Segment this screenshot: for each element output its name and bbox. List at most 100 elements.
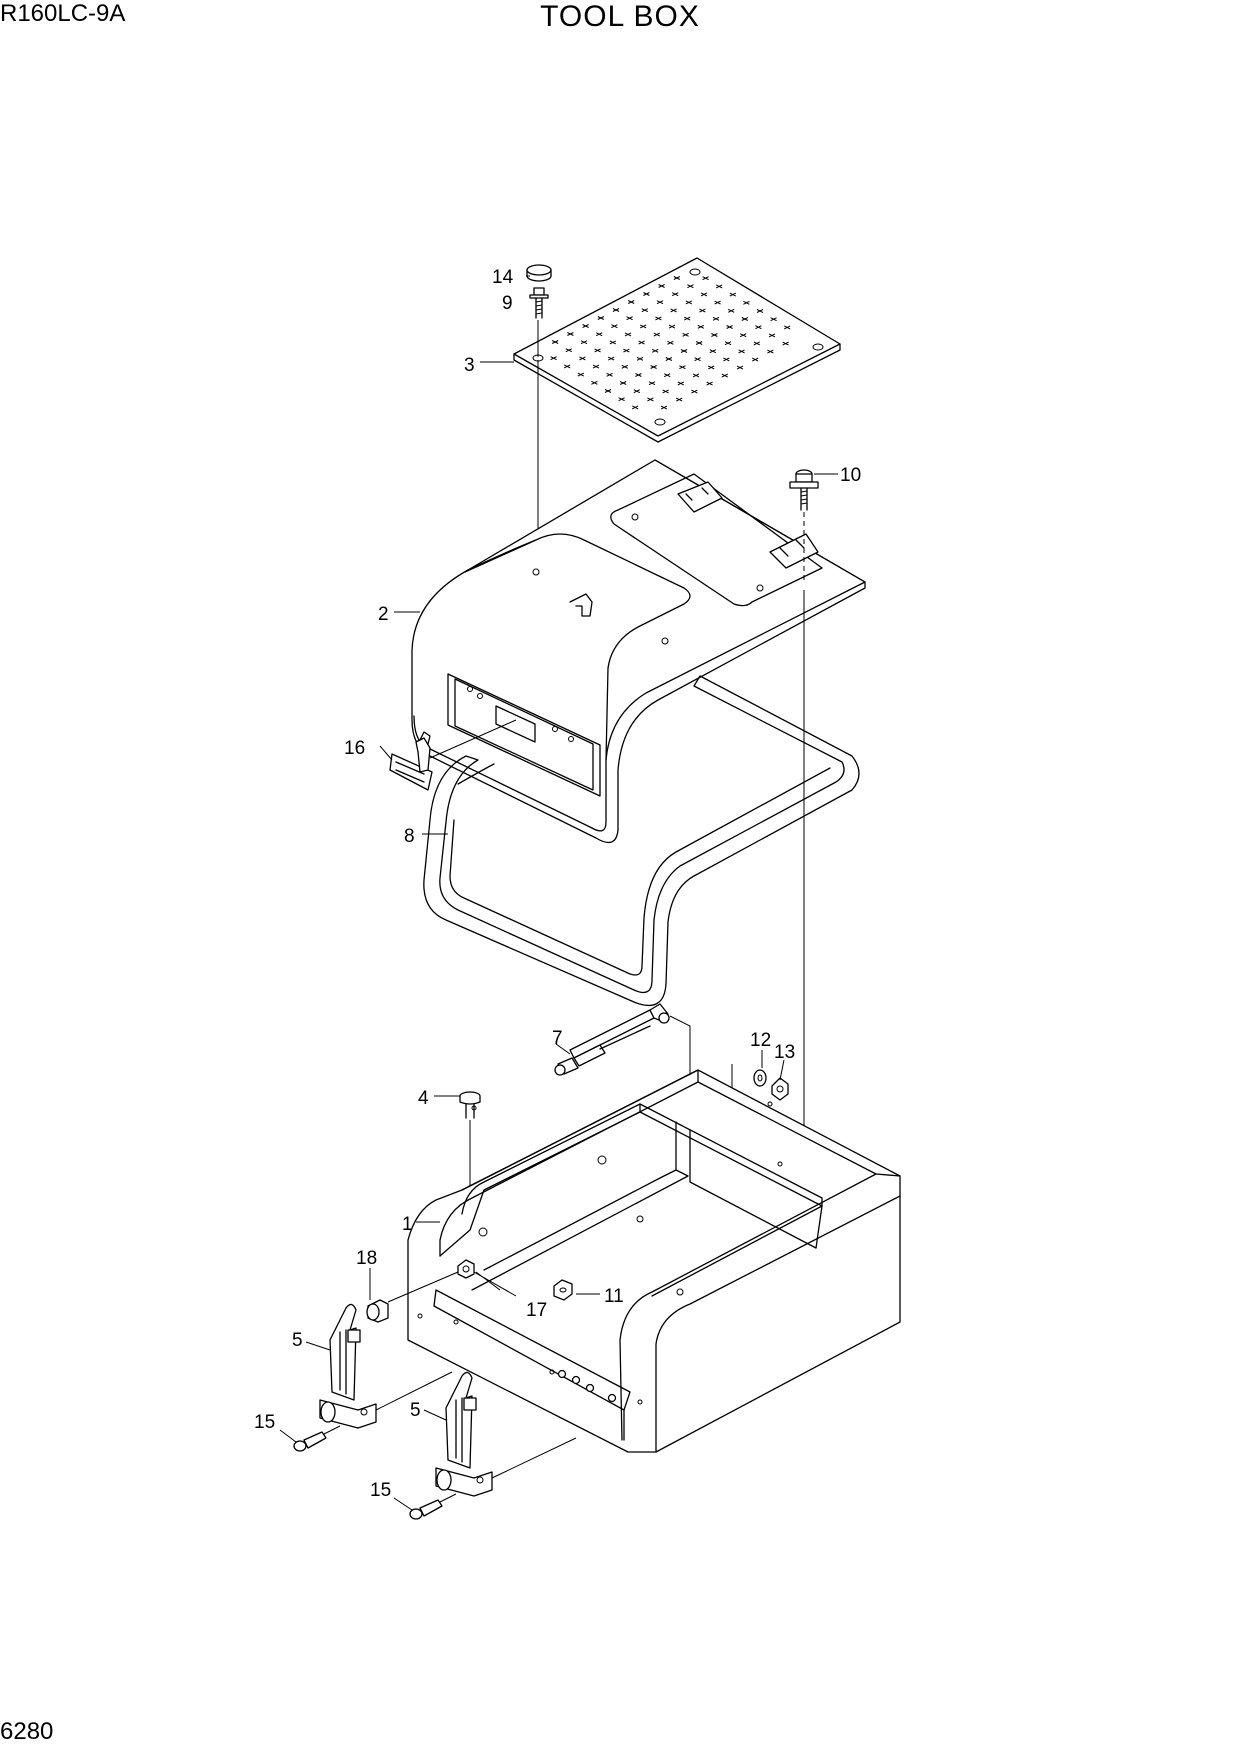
callout-12: 12 (750, 1030, 771, 1051)
floor-plate (513, 257, 841, 443)
perforation-hole (607, 356, 615, 361)
nut-17 (457, 1259, 475, 1279)
perforation-hole (727, 308, 735, 313)
perforation-hole (680, 349, 688, 353)
perforation-hole (618, 397, 625, 402)
perforation-hole (739, 333, 747, 338)
perforation-hole (770, 317, 777, 322)
bumper-18 (366, 1299, 389, 1323)
perforation-hole (715, 284, 723, 289)
screw-15-left (293, 1431, 327, 1452)
perforation-hole (639, 324, 647, 329)
perforation-hole (783, 325, 791, 330)
perforation-hole (619, 381, 627, 385)
perforation-hole (723, 357, 730, 362)
perforation-hole (711, 333, 718, 337)
perforation-hole (699, 308, 706, 313)
perforation-hole (700, 292, 708, 297)
perforation-hole (683, 316, 691, 321)
perforation-hole (626, 316, 633, 321)
callout-14: 14 (492, 267, 514, 288)
perforation-hole (668, 324, 676, 329)
perforation-hole (594, 348, 601, 353)
callout-4: 4 (418, 1088, 429, 1109)
page-number: 6280 (0, 1718, 54, 1745)
perforation-hole (695, 341, 703, 345)
perforation-hole (709, 349, 717, 354)
perforation-hole (667, 340, 674, 345)
perforation-hole (755, 325, 762, 330)
screw-15-right (409, 1499, 443, 1520)
perforation-hole (707, 365, 715, 370)
model-number: R160LC-9A (0, 0, 126, 27)
perforation-hole (663, 373, 671, 378)
perforation-hole (638, 340, 645, 345)
callout-15b: 15 (370, 1480, 391, 1501)
perforation-hole (670, 308, 677, 313)
callout-5b: 5 (410, 1400, 421, 1421)
callout-11: 11 (604, 1286, 624, 1307)
perforation-hole (767, 349, 774, 354)
bolt-9 (529, 287, 549, 319)
callout-3: 3 (464, 355, 475, 376)
perforation-hole (567, 332, 574, 336)
perforation-hole (671, 292, 679, 297)
callout-8: 8 (404, 826, 415, 847)
perforation-hole (550, 356, 557, 361)
perforation-hole (658, 284, 665, 288)
perforation-hole (682, 332, 689, 337)
perforation-hole (623, 348, 630, 353)
perforation-hole (604, 389, 612, 393)
perforation-hole (597, 316, 605, 320)
seal (423, 675, 860, 1007)
perforation-hole (687, 284, 694, 289)
perforation-hole (724, 341, 732, 346)
perforation-hole (736, 365, 744, 370)
bolt-4 (459, 1091, 481, 1119)
callout-labels: 14 9 3 10 2 16 8 7 12 13 4 1 18 11 17 5 … (254, 267, 861, 1501)
perforation-hole (648, 381, 656, 386)
perforation-hole (714, 300, 721, 305)
perforation-hole (665, 357, 673, 361)
leader-lines (279, 275, 838, 1511)
perforation-hole (692, 373, 700, 378)
perforation-hole (612, 308, 620, 312)
latch-hook-right (435, 1371, 493, 1497)
perforation-hole (679, 365, 686, 370)
perforation-hole (609, 340, 617, 345)
perforation-hole (643, 292, 650, 296)
perforation-hole (631, 405, 639, 410)
perforation-hole (706, 381, 713, 386)
bolt-10 (789, 469, 819, 511)
perforation-hole (636, 356, 644, 361)
nut-11 (553, 1279, 573, 1301)
perforation-hole (738, 349, 745, 354)
perforation-hole (675, 397, 683, 402)
callout-15a: 15 (254, 1412, 275, 1433)
perforation-hole (606, 372, 613, 377)
perforation-hole (751, 357, 759, 362)
perforation-hole (768, 333, 776, 338)
perforation-hole (660, 405, 668, 410)
callout-1: 1 (402, 1214, 413, 1235)
perforation-hole (563, 364, 571, 369)
perforation-hole (627, 300, 635, 304)
perforation-hole (565, 348, 573, 353)
gas-spring (554, 1003, 670, 1076)
perforation-hole (782, 341, 789, 346)
callout-5a: 5 (292, 1330, 303, 1351)
perforation-hole (697, 324, 705, 329)
callout-9: 9 (502, 293, 513, 314)
perforation-hole (651, 348, 659, 353)
perforation-hole (662, 389, 669, 394)
perforation-hole (694, 357, 701, 362)
lower-box (407, 1069, 901, 1453)
perforation-hole (624, 332, 632, 337)
perforation-hole (591, 380, 598, 385)
page-title: TOOL BOX (540, 0, 700, 33)
perforation-hole (685, 300, 693, 305)
perforation-hole (579, 356, 586, 361)
callout-10: 10 (840, 465, 861, 486)
perforation-hole (721, 373, 729, 378)
